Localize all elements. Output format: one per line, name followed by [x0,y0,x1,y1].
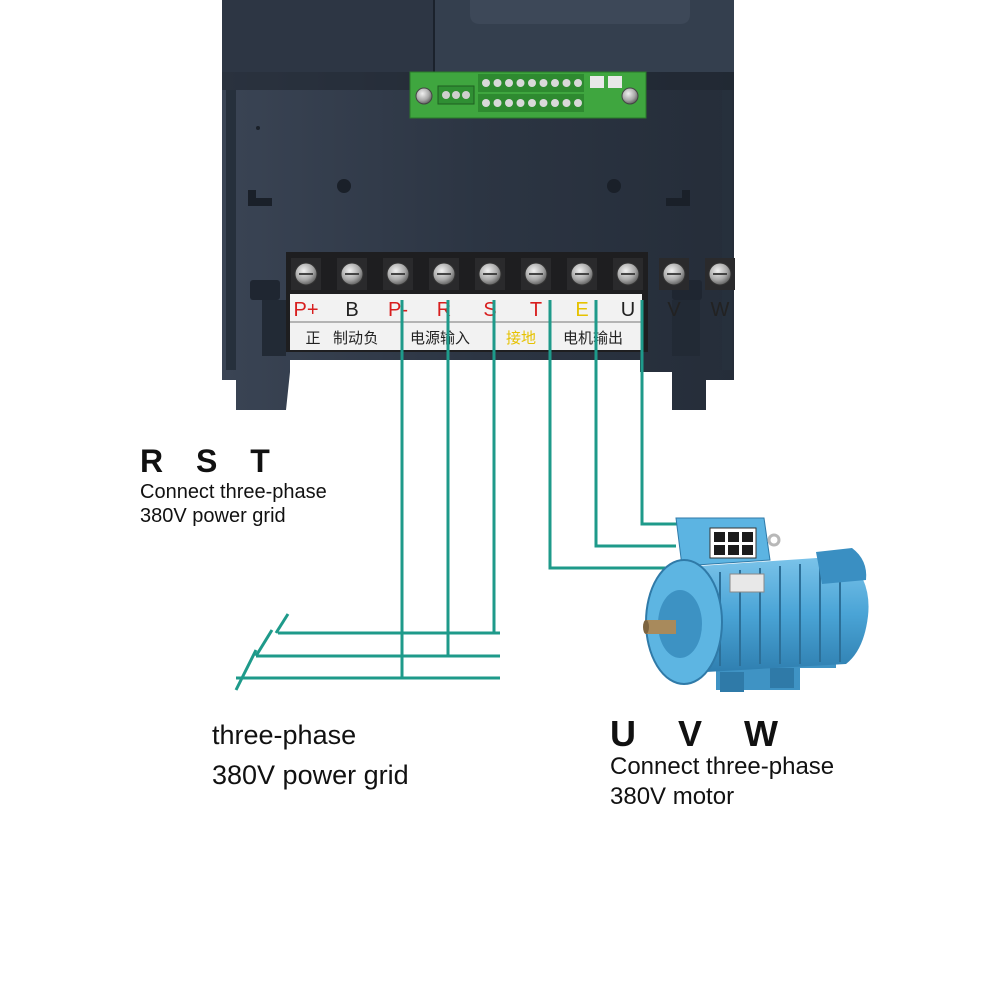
uvw-description-line1: Connect three-phase [610,753,834,780]
terminal-group-label-positive: 正 [305,329,320,347]
terminal-v: V [659,258,689,321]
terminal-t: T [521,258,551,321]
grid-description-line1: three-phase [212,720,356,750]
terminal-code-u: U [621,299,635,321]
wiring [234,300,684,691]
terminal-group-label-brake: 制动 [333,329,363,347]
pcb-pin-icon [482,99,490,107]
pcb-pin-icon [539,79,548,87]
wire-v [594,300,676,548]
grid-stub-3 [234,649,258,691]
terminal-p-minus: P- [383,258,413,321]
terminal-group-label-negative: 负 [363,329,378,347]
terminal-p-plus: P+ [291,258,321,321]
pcb-pin-icon [493,99,502,107]
pcb-pin-icon [539,99,548,107]
terminal-group-label-power-input: 电源输入 [410,329,470,347]
pcb-pin-icon [574,99,582,107]
terminal-code-p-plus: P+ [293,299,318,321]
terminal-group-label-earth: 接地 [506,329,536,347]
pcb-pin-icon [493,79,502,87]
pcb-pin-icon [505,99,513,107]
control-pcb [409,71,647,119]
labels: R S T Connect three-phase 380V power gri… [140,443,834,810]
rst-description-line1: Connect three-phase [140,481,327,503]
pcb-pin-icon [562,99,571,107]
terminal-u: U [613,258,643,321]
grid-stub-2 [254,629,274,657]
terminal-code-t: T [530,299,542,321]
uvw-title: U V W [610,713,794,754]
pcb-pin-icon [516,79,525,87]
pcb-pin-icon [516,99,525,107]
wire-w [640,300,684,526]
terminal-code-b: B [345,299,358,321]
rst-title: R S T [140,443,282,479]
grid-stub-1 [274,613,290,634]
terminal-w: W [705,258,735,321]
pcb-pin-icon [505,79,513,87]
terminal-code-v: V [667,299,681,321]
pcb-pin-icon [574,79,582,87]
terminal-code-p-minus: P- [388,299,408,321]
pcb-pin-icon [551,79,559,87]
terminal-group-label-motor-output: 电机输出 [563,329,623,347]
terminal-code-e: E [575,299,588,321]
pcb-pin-icon [551,99,559,107]
terminal-b: B [337,258,367,321]
pcb-pin-icon [562,79,571,87]
grid-description-line2: 380V power grid [212,760,409,790]
wire-u [548,300,676,570]
terminal-s: S [475,258,505,321]
pcb-pin-icon [528,99,536,107]
rst-description-line2: 380V power grid [140,505,286,527]
terminal-e: E [567,258,597,321]
terminal-code-w: W [711,299,730,321]
pcb-pin-icon [482,79,490,87]
uvw-description-line2: 380V motor [610,783,734,810]
motor [643,517,869,692]
pcb-pin-icon [528,79,536,87]
